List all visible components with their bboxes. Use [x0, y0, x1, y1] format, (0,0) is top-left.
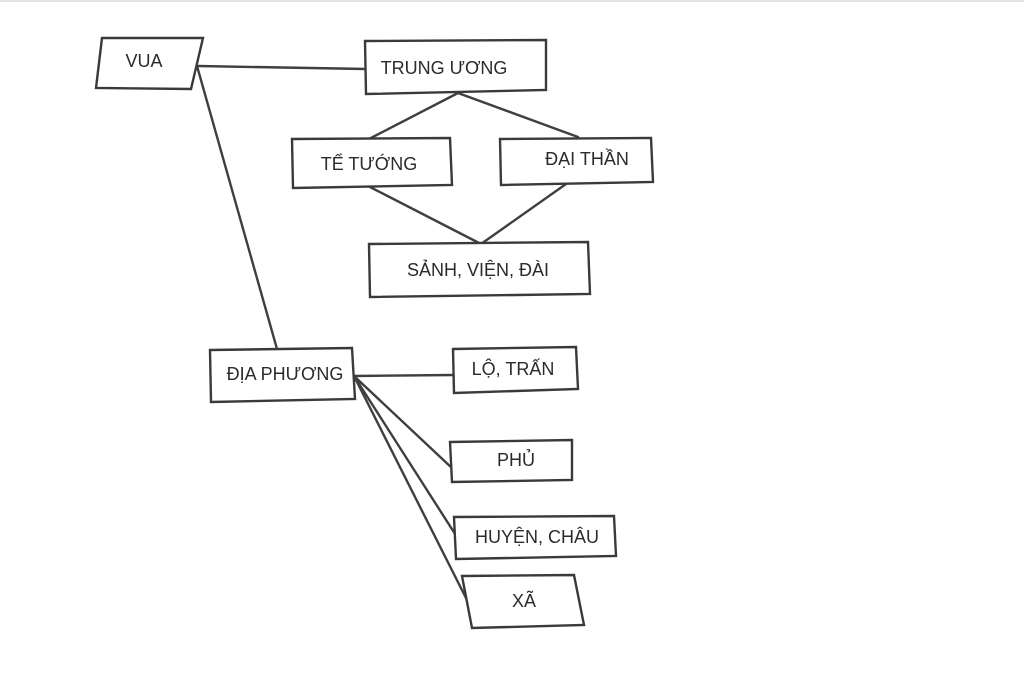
node-huyen-chau-label: HUYỆN, CHÂU	[475, 527, 599, 547]
node-dia-phuong-label: ĐỊA PHƯƠNG	[227, 364, 344, 384]
node-lo-tran-label: LỘ, TRẤN	[472, 358, 555, 379]
edge-trung-uong-dai-than	[456, 91, 580, 139]
node-trung-uong: TRUNG ƯƠNG	[363, 38, 548, 96]
edge-dai-than-sanh-vien-dai	[479, 182, 568, 246]
node-sanh-vien-dai: SẢNH, VIỆN, ĐÀI	[367, 240, 592, 299]
edge-vua-dia-phuong	[195, 64, 279, 351]
top-border	[0, 0, 1024, 2]
node-dia-phuong: ĐỊA PHƯƠNG	[208, 346, 357, 404]
edge-vua-trung-uong	[196, 64, 368, 71]
node-xa: XÃ	[460, 573, 586, 630]
edge-dia-phuong-xa	[352, 374, 471, 606]
node-trung-uong-box	[363, 38, 548, 96]
node-huyen-chau-box	[452, 514, 618, 561]
node-lo-tran-box	[451, 345, 580, 395]
node-phu-box	[448, 438, 574, 484]
node-dai-than-box	[498, 136, 655, 187]
node-te-tuong: TỂ TƯỚNG	[290, 136, 454, 190]
node-trung-uong-label: TRUNG ƯƠNG	[381, 58, 508, 78]
node-te-tuong-label: TỂ TƯỚNG	[321, 153, 417, 174]
node-dia-phuong-box	[208, 346, 357, 404]
node-sanh-vien-dai-label: SẢNH, VIỆN, ĐÀI	[407, 259, 549, 280]
node-xa-label: XÃ	[512, 590, 536, 611]
node-vua: VUA	[94, 36, 205, 91]
node-vua-label: VUA	[125, 51, 162, 71]
node-huyen-chau: HUYỆN, CHÂU	[452, 514, 618, 561]
node-xa-box	[460, 573, 586, 630]
node-vua-box	[94, 36, 205, 91]
node-lo-tran: LỘ, TRẤN	[451, 345, 580, 395]
connector-lines	[195, 64, 580, 606]
node-phu-label: PHỦ	[497, 449, 535, 470]
node-dai-than-label: ĐẠI THẦN	[545, 148, 629, 169]
node-sanh-vien-dai-box	[367, 240, 592, 299]
edge-dia-phuong-phu	[352, 374, 455, 471]
node-dai-than: ĐẠI THẦN	[498, 136, 655, 187]
node-phu: PHỦ	[448, 438, 574, 484]
edge-trung-uong-te-tuong	[367, 91, 460, 141]
edge-dia-phuong-lo-tran	[352, 373, 456, 378]
edge-te-tuong-sanh-vien-dai	[368, 185, 483, 246]
edge-dia-phuong-huyen-chau	[352, 374, 459, 539]
node-te-tuong-box	[290, 136, 454, 190]
